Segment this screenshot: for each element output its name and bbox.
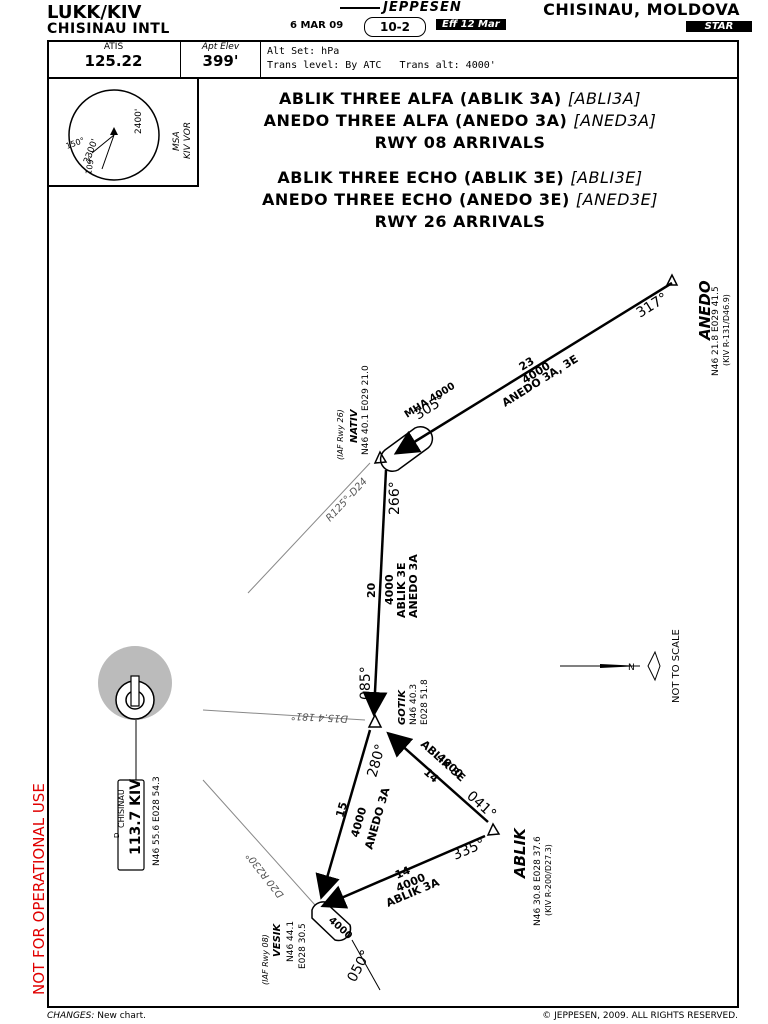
radial-d15-label: D15.4 181° <box>291 710 349 724</box>
msa-diagram: 2400' 3300' 150° 109° MSA KIV VOR <box>65 89 193 181</box>
leg-anedo-nativ <box>393 281 673 455</box>
vesik-hold-alt: 4000 <box>326 915 354 942</box>
nativ-gotik-proc2: ANEDO 3A <box>407 554 420 618</box>
gotik-coord2: E028 51.8 <box>420 679 430 725</box>
compass-star-icon <box>647 650 661 682</box>
elevation-label: Apt Elev <box>201 42 240 52</box>
info-bar: ATIS 125.22 Apt Elev 399' Alt Set: hPa T… <box>47 40 739 79</box>
transition-info: Trans level: By ATC Trans alt: 4000' <box>267 60 496 71</box>
vesik-holding-pattern <box>311 901 352 942</box>
vesik-name: VESIK <box>272 923 283 957</box>
anedo-ref: (KIV R-131/D46.9) <box>722 294 731 366</box>
nativ-fix-triangle <box>373 450 388 464</box>
ablik-vesik-course: 335° <box>450 836 487 864</box>
gotik-fix-triangle <box>367 713 383 728</box>
ablik-coord: N46 30.8 E028 37.6 <box>533 836 543 926</box>
vesik-course: 050° <box>344 948 374 985</box>
elevation-value: 399' <box>202 52 239 70</box>
msa-box: 2400' 3300' 150° 109° MSA KIV VOR <box>47 79 199 187</box>
title-ablik3a: ABLIK THREE ALFA (ABLIK 3A) [ABLI3A] <box>279 89 641 108</box>
altimeter-info: Alt Set: hPa Trans level: By ATC Trans a… <box>267 45 496 73</box>
ablik-ref: (KIV R-200/D27.3) <box>544 844 553 916</box>
leg-ablik-gotik <box>386 731 489 823</box>
gotik-coord1: N46 40.3 <box>409 684 419 725</box>
title-anedo3e: ANEDO THREE ECHO (ANEDO 3E) [ANED3E] <box>262 190 658 209</box>
vor-prefix: D <box>113 833 121 838</box>
anedo-fix-triangle <box>665 273 679 286</box>
vor-name: CHISINAU <box>117 789 126 828</box>
msa-vor-label: KIV VOR <box>183 122 193 159</box>
airport-icao: LUKK/KIV <box>47 2 142 23</box>
nativ-gotik-course: 266° <box>387 481 403 515</box>
watermark: NOT FOR OPERATIONAL USE <box>12 640 52 1000</box>
nativ-gotik-alt: 4000 <box>383 574 396 605</box>
title-anedo3a: ANEDO THREE ALFA (ANEDO 3A) [ANED3A] <box>263 111 657 130</box>
nativ-name: NATIV <box>349 408 360 443</box>
ablik-gotik-dist: 14 <box>421 766 441 786</box>
chart-date: 6 MAR 09 <box>290 20 344 31</box>
anedo-name: ANEDO <box>696 280 714 341</box>
scale-note: NOT TO SCALE <box>671 629 682 703</box>
nativ-gotik-dist: 20 <box>365 582 378 598</box>
elevation-cell: Apt Elev 399' <box>181 40 261 77</box>
leg-nativ-gotik <box>362 469 388 717</box>
watermark-text: NOT FOR OPERATIONAL USE <box>30 783 48 995</box>
chart-page-number: 10-2 <box>364 17 426 37</box>
procedure-titles-26: ABLIK THREE ECHO (ABLIK 3E) [ABLI3E] ANE… <box>200 167 720 233</box>
gotik-vesik-course: 280° <box>364 742 389 779</box>
vor-coord: N46 55.6 E028 54.3 <box>152 776 162 866</box>
leg-gotik-vesik <box>315 729 372 900</box>
ablik-name: ABLIK <box>511 827 529 879</box>
effective-date-badge: Eff 12 Mar <box>436 19 506 30</box>
north-label: N <box>628 663 635 673</box>
atis-cell: ATIS 125.22 <box>47 40 181 77</box>
title-ablik3e: ABLIK THREE ECHO (ABLIK 3E) [ABLI3E] <box>277 168 643 187</box>
changes-note: CHANGES: New chart. <box>47 1011 146 1021</box>
ablik-fix-triangle <box>486 822 501 836</box>
radial-r125 <box>247 462 371 594</box>
gotik-outbound-course: 085° <box>358 666 374 700</box>
copyright: © JEPPESEN, 2009. ALL RIGHTS RESERVED. <box>542 1011 738 1021</box>
atis-frequency: 125.22 <box>84 52 143 70</box>
radial-r230-label: D20 R230° <box>244 850 286 900</box>
runway <box>130 675 140 707</box>
vesik-coord1: N46 44.1 <box>286 921 296 962</box>
vor-box <box>117 779 145 871</box>
nativ-note: (IAF Rwy 26) <box>336 409 345 460</box>
radial-r125-label: R125°-D24 <box>324 476 370 524</box>
vesik-outbound <box>351 939 381 991</box>
vesik-note: (IAF Rwy 08) <box>261 934 270 985</box>
nativ-gotik-proc1: ABLIK 3E <box>395 562 408 618</box>
vesik-coord2: E028 30.5 <box>298 923 308 969</box>
gotik-name: GOTIK <box>397 689 408 725</box>
ablik-vesik-dist: 14 <box>393 864 412 882</box>
msa-label: MSA <box>172 131 182 151</box>
airport-name: CHISINAU INTL <box>47 21 170 37</box>
nativ-coord: N46 40.1 E029 21.0 <box>361 365 371 455</box>
city-title: CHISINAU, MOLDOVA <box>543 0 740 19</box>
nativ-holding-pattern <box>379 425 434 473</box>
gotik-vesik-proc: ANEDO 3A <box>362 786 392 851</box>
chart-frame <box>47 40 739 1008</box>
jeppesen-logo: JEPPESEN <box>340 0 462 15</box>
procedure-titles-08: ABLIK THREE ALFA (ABLIK 3A) [ABLI3A] ANE… <box>200 88 720 154</box>
gotik-vesik-dist: 15 <box>333 801 350 819</box>
alt-set: Alt Set: hPa <box>267 46 340 57</box>
atis-label: ATIS <box>103 42 124 52</box>
msa-sector1: 2400' <box>134 109 144 134</box>
anedo-coord: N46 21.8 E029 41.5 <box>711 286 721 376</box>
leg-ablik-vesik <box>320 834 486 909</box>
title-rwy26: RWY 26 ARRIVALS <box>374 212 546 231</box>
radial-d15 <box>202 709 366 721</box>
radial-r230 <box>202 779 316 906</box>
title-rwy08: RWY 08 ARRIVALS <box>374 133 546 152</box>
chart-type-badge: STAR <box>686 21 752 32</box>
vor-freq: 113.7 KIV <box>128 779 144 855</box>
msa-bearing2: 109° <box>84 155 96 176</box>
